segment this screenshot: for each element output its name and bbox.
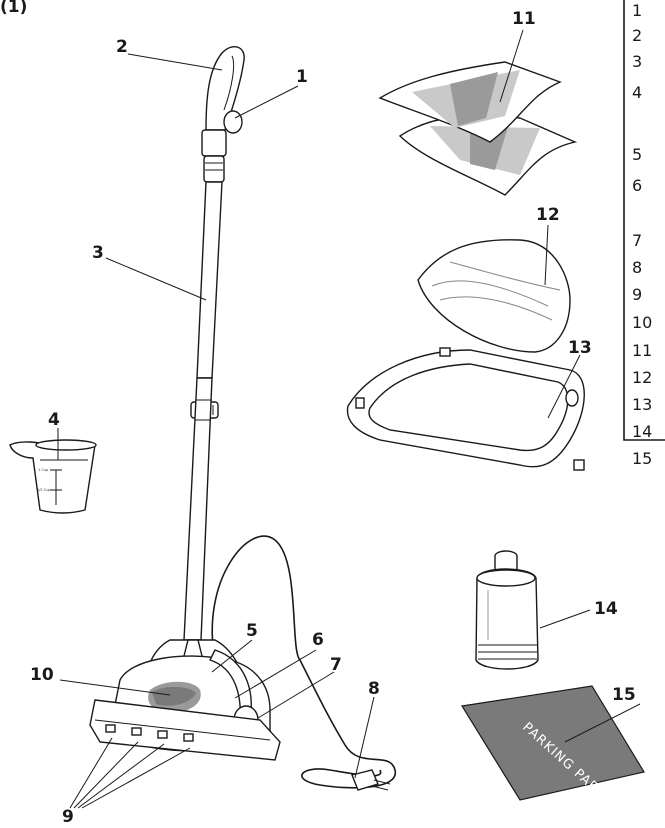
water-filter-bottle-illustration (475, 550, 539, 670)
index-entry-15: 15 (632, 449, 652, 468)
index-entry-6: 6 (632, 176, 642, 195)
callout-4: 4 (48, 410, 60, 430)
pad-12-illustration (417, 239, 571, 353)
callout-12: 12 (536, 205, 560, 225)
index-entry-4: 4 (632, 83, 642, 102)
callout-6: 6 (312, 630, 324, 650)
steam-mop-illustration (89, 45, 396, 791)
callout-13: 13 (568, 338, 592, 358)
callout-2: 2 (116, 37, 128, 57)
leader-lines (57, 29, 641, 809)
index-entry-2: 2 (632, 26, 642, 45)
parts-index-table: 1 2 3 4 5 6 7 8 9 10 11 12 13 14 15 (623, 0, 665, 468)
callout-5: 5 (246, 621, 258, 641)
index-entry-7: 7 (632, 231, 642, 250)
index-entry-5: 5 (632, 145, 642, 164)
index-entry-14: 14 (632, 422, 652, 441)
callout-15: 15 (612, 685, 636, 705)
measuring-cup-illustration: 1 Cup 1/2 Cup (9, 439, 97, 514)
index-entry-9: 9 (632, 285, 642, 304)
index-entry-10: 10 (632, 313, 652, 332)
parking-pad-illustration: PARKING PAD (461, 685, 645, 801)
index-entry-12: 12 (632, 368, 652, 387)
microfiber-pads-illustration (378, 61, 578, 196)
callout-10: 10 (30, 665, 54, 685)
callout-11: 11 (512, 9, 536, 29)
callout-3: 3 (92, 243, 104, 263)
callout-7: 7 (330, 655, 342, 675)
figure-marker: (1) (0, 0, 27, 17)
cup-mark-1: 1 Cup (38, 468, 49, 472)
index-entry-13: 13 (632, 395, 652, 414)
callout-8: 8 (368, 679, 380, 699)
pad-frame-illustration (346, 347, 585, 471)
index-entry-3: 3 (632, 52, 642, 71)
callout-9: 9 (62, 807, 74, 827)
index-entry-1: 1 (632, 1, 642, 20)
index-entry-11: 11 (632, 341, 652, 360)
callout-14: 14 (594, 599, 618, 619)
index-entry-8: 8 (632, 258, 642, 277)
callout-labels: 2 1 3 4 5 6 7 8 9 10 11 12 13 14 15 (30, 9, 636, 827)
callout-1: 1 (296, 67, 308, 87)
cup-mark-half: 1/2 Cup (37, 488, 51, 492)
